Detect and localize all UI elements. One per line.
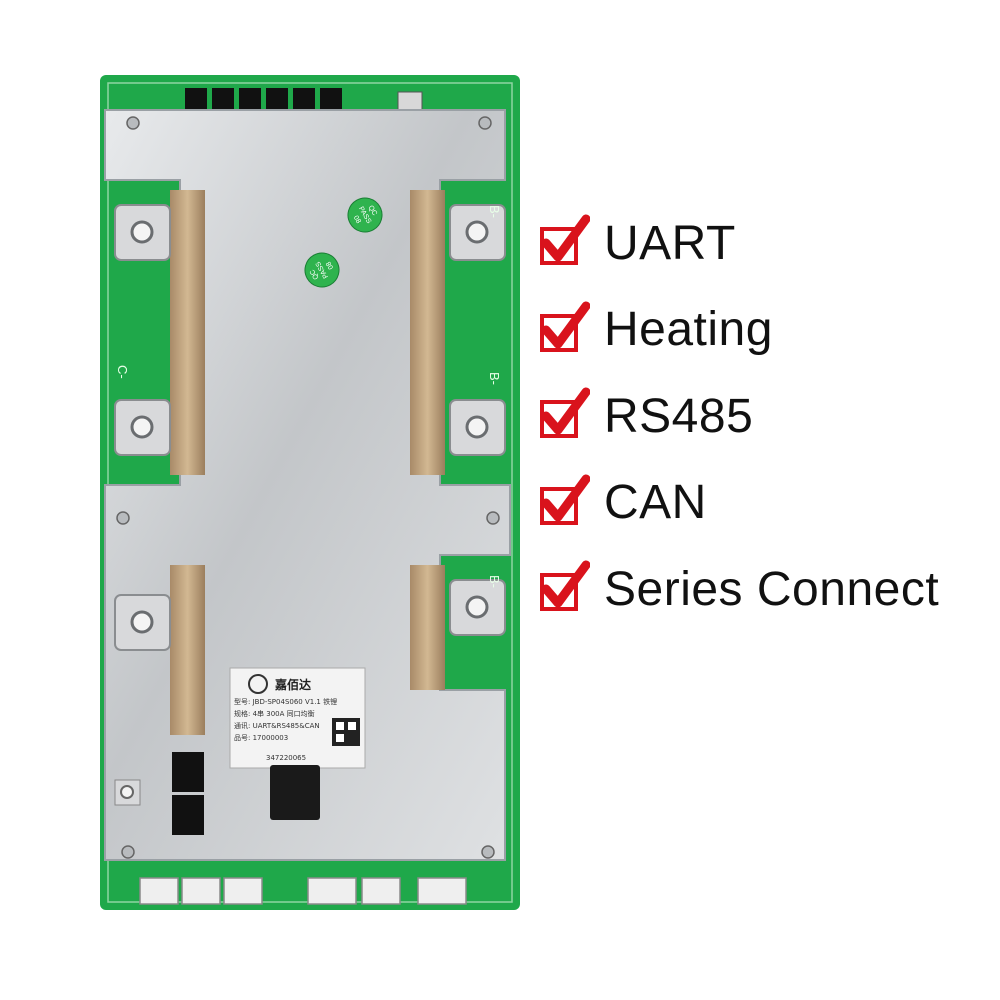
connector-block — [270, 765, 320, 820]
svg-text:08: 08 — [352, 215, 362, 225]
red-checkbox-icon — [540, 474, 590, 525]
svg-text:08: 08 — [325, 260, 335, 270]
copper-bar — [410, 565, 445, 690]
feature-item-heating: Heating — [538, 287, 978, 374]
svg-text:型号: JBD-SP04S060 V1.1 铁锂: 型号: JBD-SP04S060 V1.1 铁锂 — [234, 697, 337, 706]
qc-sticker: QC PASS 08 — [304, 252, 340, 288]
feature-label: CAN — [604, 476, 707, 530]
feature-item-can: CAN — [538, 460, 978, 547]
qc-sticker: QC PASS 08 — [347, 197, 383, 233]
terminal-label: B- — [487, 205, 502, 218]
feature-item-rs485: RS485 — [538, 373, 978, 460]
copper-bar — [170, 565, 205, 735]
mosfet-pair — [172, 752, 204, 792]
svg-text:嘉佰达: 嘉佰达 — [274, 677, 311, 692]
terminal-label: B- — [487, 575, 502, 588]
svg-text:QC: QC — [309, 268, 320, 281]
mosfet-pair — [172, 795, 204, 835]
feature-label: RS485 — [604, 389, 754, 443]
red-checkbox-icon — [540, 387, 590, 439]
copper-bar — [170, 340, 205, 475]
feature-label: UART — [604, 216, 736, 270]
red-checkbox-icon — [540, 560, 590, 612]
plate-screws — [116, 116, 500, 859]
svg-text:规格: 4串 300A 同口均衡: 规格: 4串 300A 同口均衡 — [234, 709, 315, 718]
feature-item-uart: UART — [538, 200, 978, 287]
copper-bar — [410, 190, 445, 350]
svg-text:347220065: 347220065 — [266, 754, 306, 762]
svg-text:品号: 17000003: 品号: 17000003 — [234, 734, 288, 742]
svg-text:通讯: UART&RS485&CAN: 通讯: UART&RS485&CAN — [234, 721, 320, 730]
feature-label: Series Connect — [604, 562, 940, 616]
product-label: 嘉佰达 型号: JBD-SP04S060 V1.1 铁锂 规格: 4串 300A… — [229, 667, 366, 769]
terminal-label: B- — [487, 372, 502, 385]
svg-text:QC: QC — [367, 204, 378, 217]
bms-board-image: B- B- B- C- QC PASS 08 QC PASS 08 嘉佰达 型号… — [100, 75, 520, 910]
red-checkbox-icon — [540, 301, 590, 352]
bottom-connectors — [139, 877, 467, 905]
feature-list: UART Heating RS485 CAN Series Connect — [538, 200, 978, 633]
terminal-label: C- — [115, 365, 130, 379]
copper-bar — [170, 190, 205, 340]
feature-label: Heating — [604, 303, 773, 357]
feature-item-series-connect: Series Connect — [538, 546, 978, 633]
copper-bar — [410, 350, 445, 475]
red-checkbox-icon — [540, 214, 590, 266]
